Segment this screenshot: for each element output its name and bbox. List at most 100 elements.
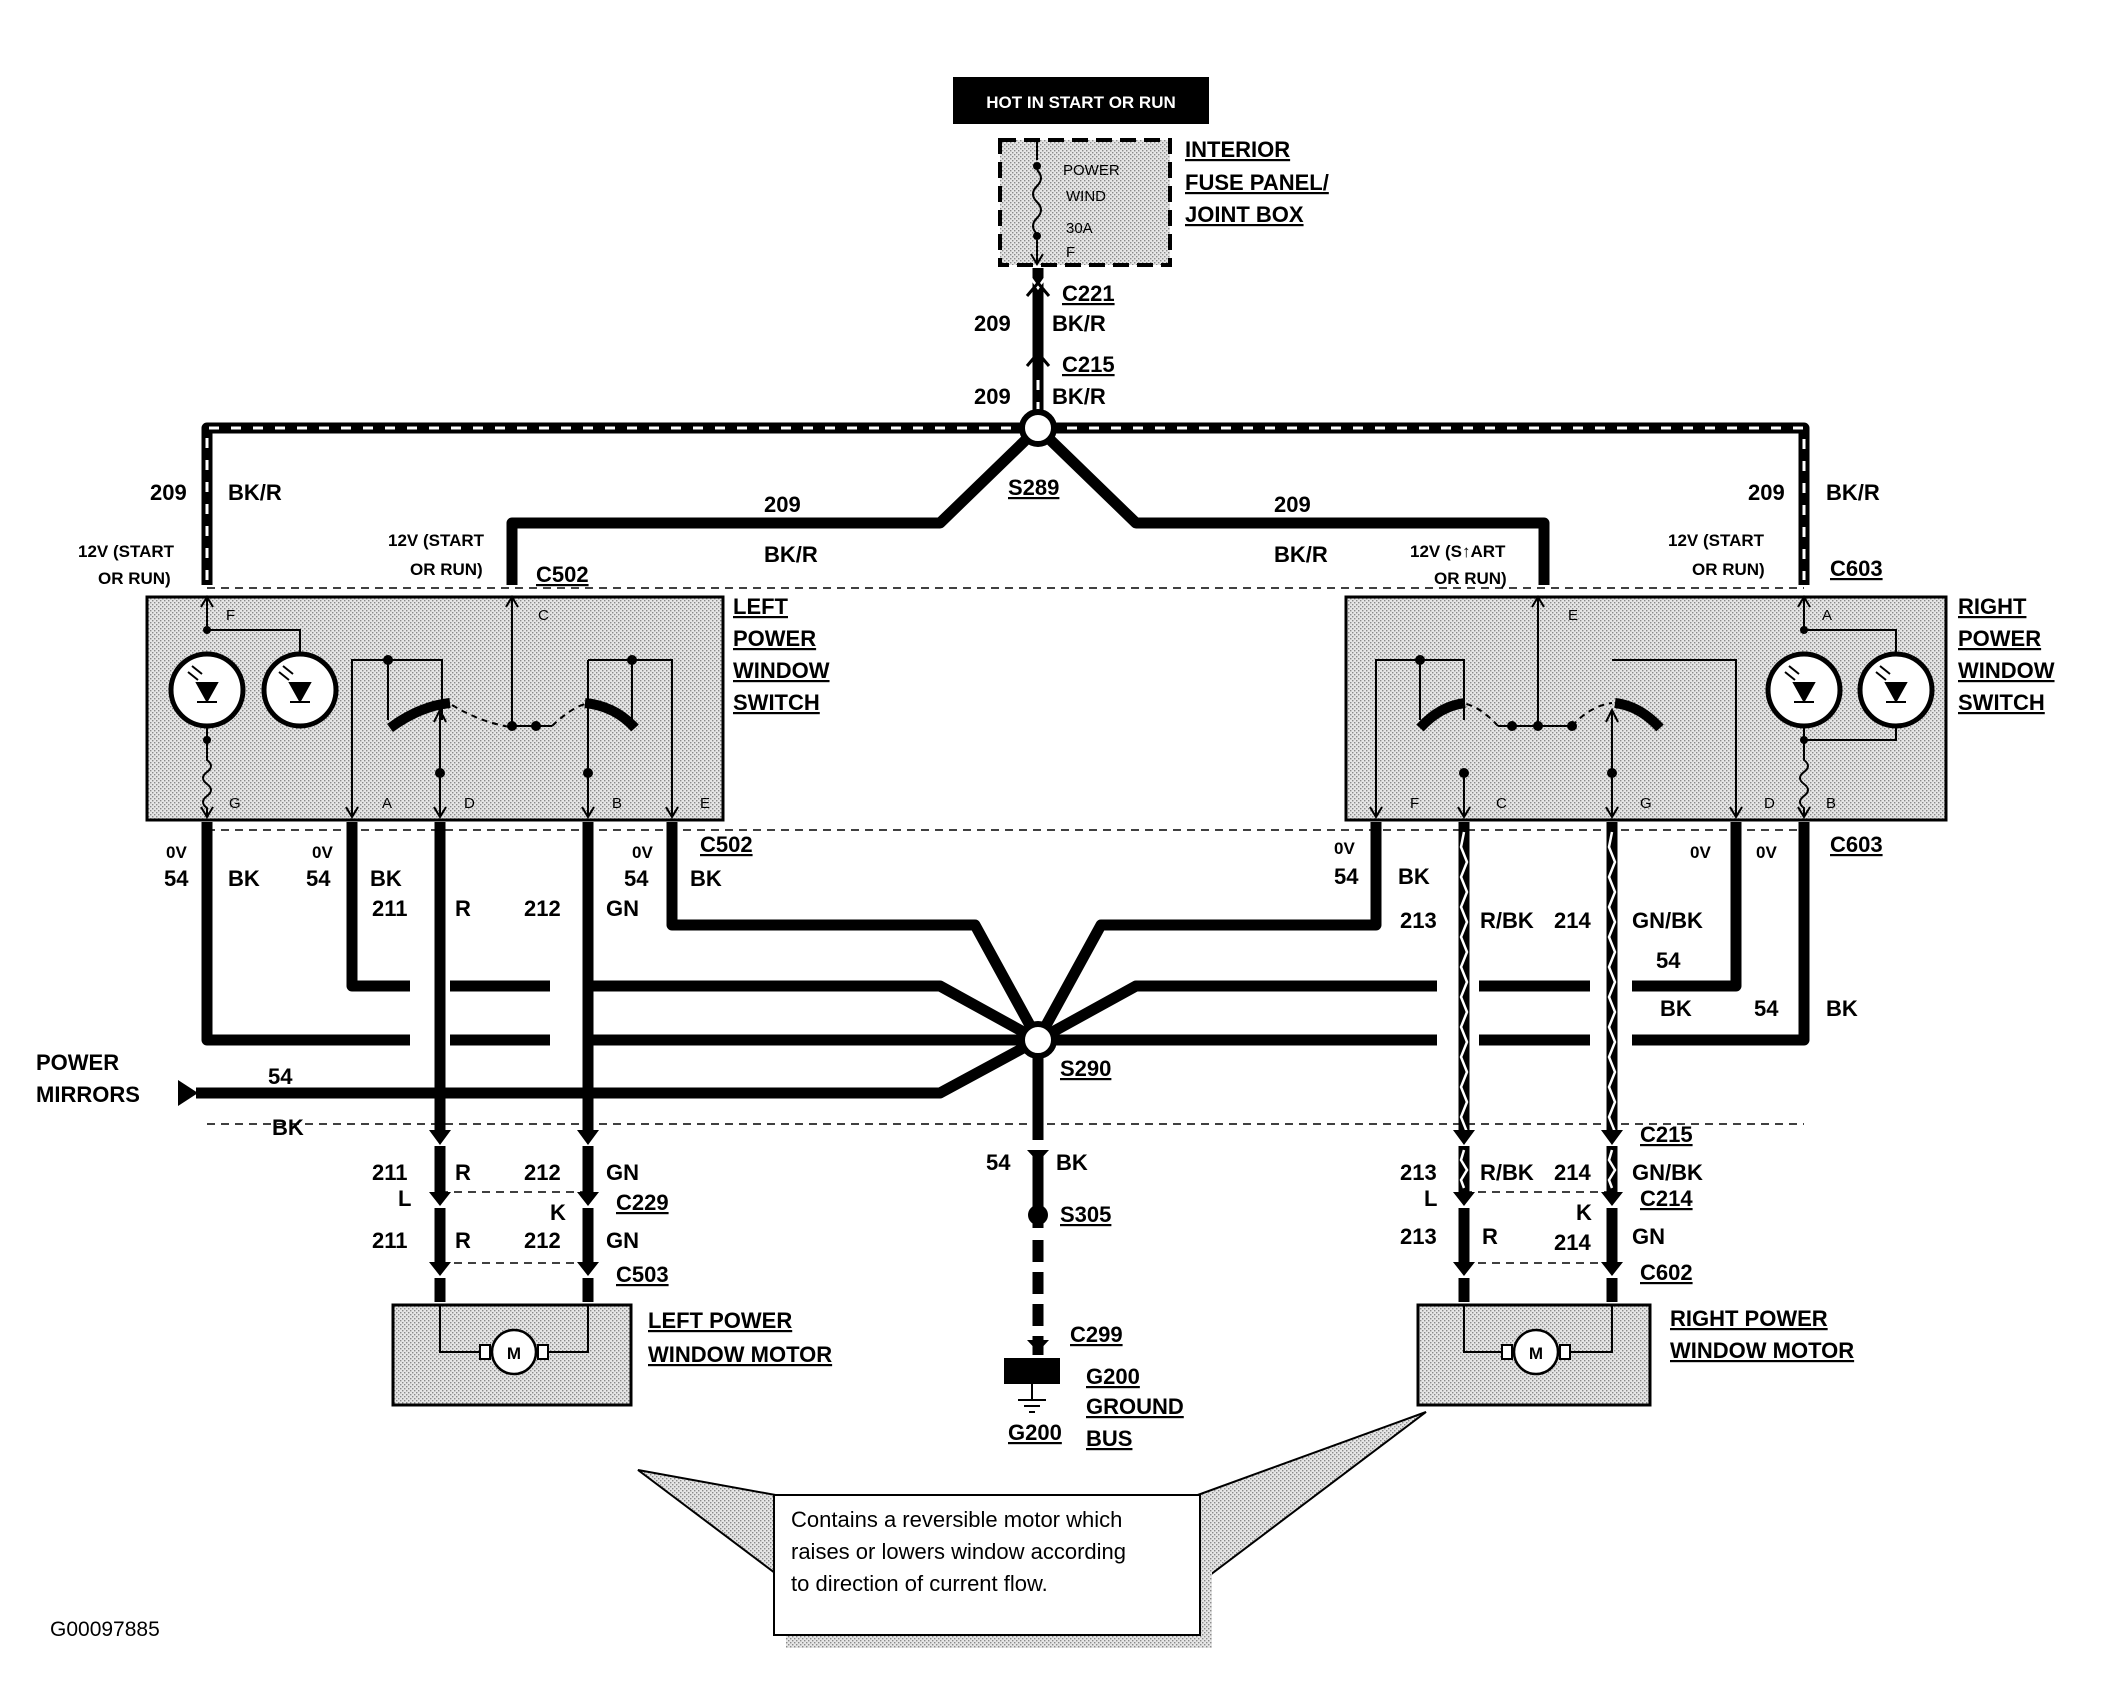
c214-label: C214 (1640, 1186, 1693, 1211)
lg-ov-1: 0V (166, 843, 187, 862)
rm-213-2: 213 (1400, 1160, 1437, 1185)
right-12v-b-1: OR RUN) (1434, 569, 1507, 588)
lg-bk-1: BK (228, 866, 260, 891)
mirrors-color: BK (272, 1115, 304, 1140)
figure-code: G00097885 (50, 1618, 160, 1641)
power-mirrors-arrow-icon (178, 1080, 198, 1106)
fuse-text-3: 30A (1066, 220, 1093, 237)
rg-bk-3: BK (1826, 996, 1858, 1021)
mirrors-circuit: 54 (268, 1064, 293, 1089)
left-pin-d: D (464, 795, 475, 812)
rm-213-1: 213 (1400, 908, 1437, 933)
right-switch-label-2: POWER (1958, 626, 2041, 651)
left-12v-a-2: 12V (START (388, 531, 485, 550)
fuse-text-4: F (1066, 244, 1075, 261)
fuse-panel-label-3: JOINT BOX (1185, 202, 1304, 227)
right-pin-a: A (1822, 607, 1832, 624)
left-pin-g: G (229, 795, 241, 812)
feed-circuit-1: 209 (974, 311, 1011, 336)
right-pin-d: D (1764, 795, 1775, 812)
c221-label: C221 (1062, 281, 1115, 306)
s289-splice (1019, 409, 1057, 447)
s305-splice (1028, 1205, 1048, 1225)
feed-color-1: BK/R (1052, 311, 1106, 336)
c603-label-bottom: C603 (1830, 832, 1883, 857)
center-bk: BK (1056, 1150, 1088, 1175)
rg-54-1: 54 (1334, 864, 1359, 889)
note-line-1: Contains a reversible motor which (791, 1507, 1122, 1532)
lm-211-2: 211 (372, 1160, 408, 1185)
left-pin-f: F (226, 607, 235, 624)
feed-wire-209 (1025, 268, 1051, 410)
bus-left-circuit: 209 (150, 480, 187, 505)
lm-r-3: R (455, 1228, 471, 1253)
left-pin-e: E (700, 795, 710, 812)
s305-label: S305 (1060, 1202, 1111, 1227)
lm-212-2: 212 (524, 1160, 561, 1185)
ground-bus-icon (1004, 1358, 1060, 1413)
mirrors-label-1: POWER (36, 1050, 119, 1075)
left-switch-label-4: SWITCH (733, 690, 820, 715)
note-line-2: raises or lowers window according (791, 1539, 1126, 1564)
left-switch-label-3: WINDOW (733, 658, 830, 683)
rm-gnbk-2: GN/BK (1632, 1160, 1703, 1185)
s289-label: S289 (1008, 475, 1059, 500)
rm-gnbk-1: GN/BK (1632, 908, 1703, 933)
s290-label: S290 (1060, 1056, 1111, 1081)
hot-label: HOT IN START OR RUN (986, 93, 1176, 112)
rg-ov-3: 0V (1756, 843, 1777, 862)
lm-211-1: 211 (372, 896, 408, 921)
c502-label-bottom: C502 (700, 832, 753, 857)
right-motor-icon (1463, 1305, 1613, 1376)
fuse-panel-label-1: INTERIOR (1185, 137, 1290, 162)
c215-label-top: C215 (1062, 352, 1115, 377)
lm-k: K (550, 1200, 566, 1225)
fuse-panel-label-2: FUSE PANEL/ (1185, 170, 1329, 195)
left-motor-label-2: WINDOW MOTOR (648, 1342, 832, 1367)
lm-l: L (398, 1186, 411, 1211)
lm-212-3: 212 (524, 1228, 561, 1253)
lg-ov-2: 0V (312, 843, 333, 862)
right-pin-e: E (1568, 607, 1578, 624)
rm-k: K (1576, 1200, 1592, 1225)
right-pin-c: C (1496, 795, 1507, 812)
bus-left-color: BK/R (228, 480, 282, 505)
rg-ov-2: 0V (1690, 843, 1711, 862)
lg-ov-3: 0V (632, 843, 653, 862)
fuse-panel-box (998, 138, 1172, 267)
left-12v-b-1: OR RUN) (98, 569, 171, 588)
bus-inner-left-circuit: 209 (764, 492, 801, 517)
right-12v-b-2: OR RUN) (1692, 560, 1765, 579)
bus-right-color: BK/R (1826, 480, 1880, 505)
lg-54-2: 54 (306, 866, 331, 891)
right-motor-m: M (1529, 1344, 1543, 1363)
mirrors-label-2: MIRRORS (36, 1082, 140, 1107)
lm-gn-3: GN (606, 1228, 639, 1253)
c299-label: C299 (1070, 1322, 1123, 1347)
right-12v-c: 12V (S↑ART (1410, 542, 1506, 561)
lg-bk-3: BK (690, 866, 722, 891)
left-switch-label-2: POWER (733, 626, 816, 651)
c215-label-bottom: C215 (1640, 1122, 1693, 1147)
left-pin-a: A (382, 795, 392, 812)
left-motor-wires (429, 822, 599, 1302)
rm-214-2: 214 (1554, 1160, 1591, 1185)
feed-circuit-2: 209 (974, 384, 1011, 409)
fuse-text-2: WIND (1066, 188, 1106, 205)
fuse-text-1: POWER (1063, 162, 1120, 179)
c229-label: C229 (616, 1190, 669, 1215)
lm-r-1: R (455, 896, 471, 921)
rm-214-3: 214 (1554, 1230, 1591, 1255)
rg-bk-2: BK (1660, 996, 1692, 1021)
lg-bk-2: BK (370, 866, 402, 891)
s290-splice (1019, 1021, 1057, 1059)
rg-54-2: 54 (1656, 948, 1681, 973)
rm-rbk-2: R/BK (1480, 1160, 1534, 1185)
lg-54-1: 54 (164, 866, 189, 891)
left-motor-label-1: LEFT POWER (648, 1308, 792, 1333)
note-line-3: to direction of current flow. (791, 1571, 1048, 1596)
rg-ov-1: 0V (1334, 839, 1355, 858)
right-switch-label-4: SWITCH (1958, 690, 2045, 715)
left-pin-c: C (538, 607, 549, 624)
